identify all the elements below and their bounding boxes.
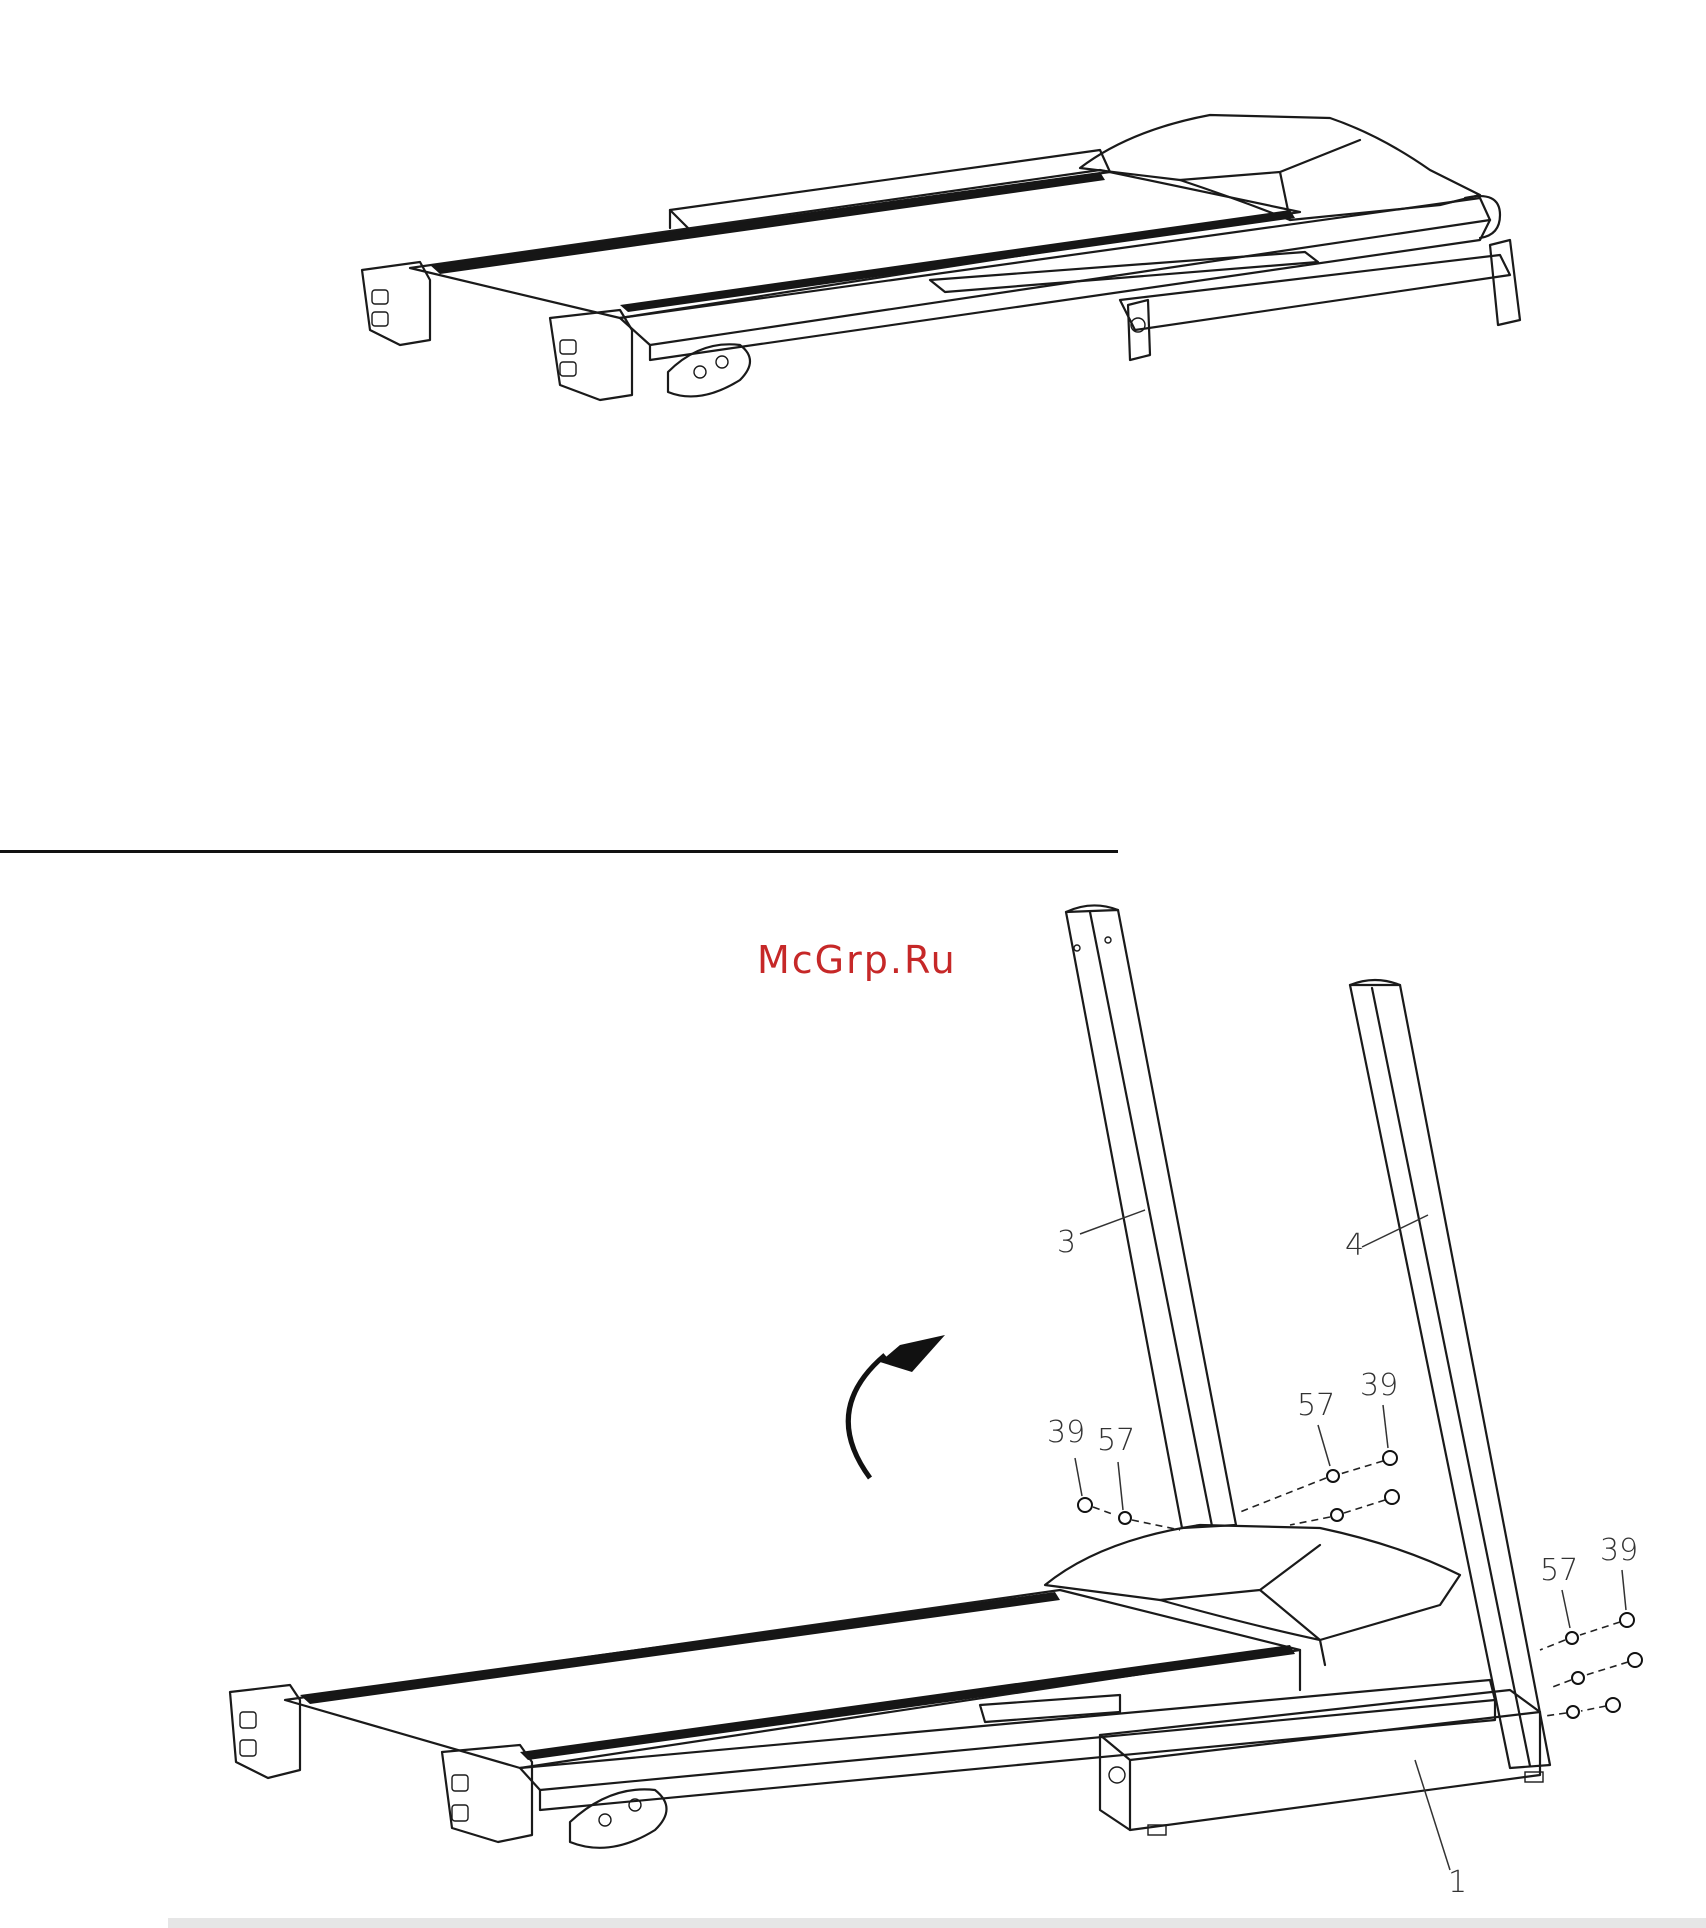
callout-39-right: 39 (1600, 1533, 1638, 1568)
callout-57-right: 57 (1540, 1553, 1578, 1588)
upright-left (1066, 905, 1236, 1528)
base-frame (1100, 1690, 1543, 1835)
callout-57-center: 57 (1297, 1388, 1335, 1423)
callout-4: 4 (1345, 1228, 1364, 1263)
callout-39-center: 39 (1360, 1368, 1398, 1403)
footer-bar (168, 1918, 1706, 1928)
callout-39-left: 39 (1047, 1415, 1085, 1450)
callout-3: 3 (1057, 1225, 1076, 1260)
curved-rotation-arrow (848, 1335, 945, 1478)
callout-57-left: 57 (1097, 1423, 1135, 1458)
callout-1: 1 (1448, 1865, 1467, 1900)
